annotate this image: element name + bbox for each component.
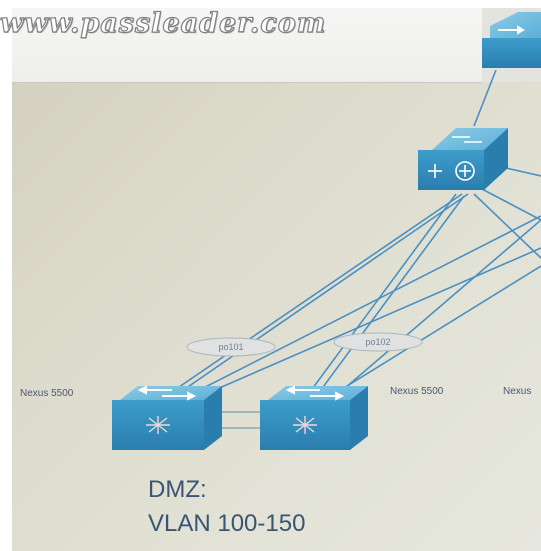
nexus-switch-left (112, 385, 222, 450)
top-panel (12, 8, 482, 83)
link-left-b (165, 193, 469, 403)
peer-link (218, 411, 260, 429)
link-core-right-c (505, 167, 541, 177)
watermark-text: www.passleader.com (0, 7, 327, 39)
link-left-d (177, 247, 541, 407)
link-right-d (323, 219, 541, 407)
link-left-a (159, 193, 463, 401)
nexus-switch-right (260, 385, 368, 450)
link-left-c (171, 215, 541, 405)
port-channel-oval-po102 (333, 332, 423, 352)
uplink-line (473, 69, 497, 127)
nexus-label-far: Nexus (503, 386, 532, 397)
port-channel-label-po102: po102 (365, 337, 390, 347)
link-right-a (303, 193, 457, 401)
link-core-right-a (473, 193, 541, 259)
link-right-c (317, 265, 541, 405)
port-channel-label-po101: po101 (218, 342, 243, 352)
diagram-photo: po101 po102 (12, 8, 541, 551)
zone-vlans: VLAN 100-150 (148, 510, 306, 537)
switch-icon (482, 12, 541, 68)
zone-name: DMZ: (148, 476, 207, 503)
links (159, 69, 541, 407)
nexus-label-right: Nexus 5500 (390, 386, 444, 397)
port-channel-oval-po101 (186, 337, 276, 357)
link-core-right-b (479, 187, 541, 221)
router-switch-icon (418, 128, 508, 190)
link-right-b (311, 195, 465, 403)
nexus-label-left: Nexus 5500 (20, 388, 74, 399)
network-diagram: po101 po102 (112, 12, 541, 450)
